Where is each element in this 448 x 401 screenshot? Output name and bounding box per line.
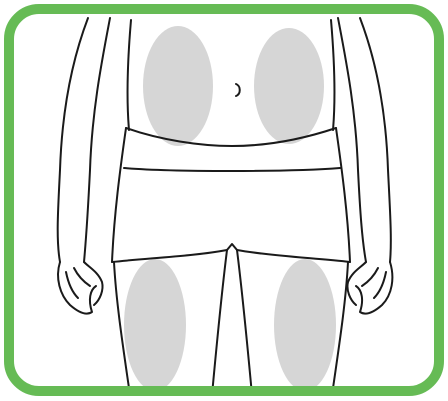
injection-zone-abdomen-left [143, 26, 213, 146]
injection-zone-thigh-left [124, 259, 186, 391]
injection-zone-abdomen-right [254, 28, 324, 144]
injection-zone-thigh-right [274, 259, 336, 391]
